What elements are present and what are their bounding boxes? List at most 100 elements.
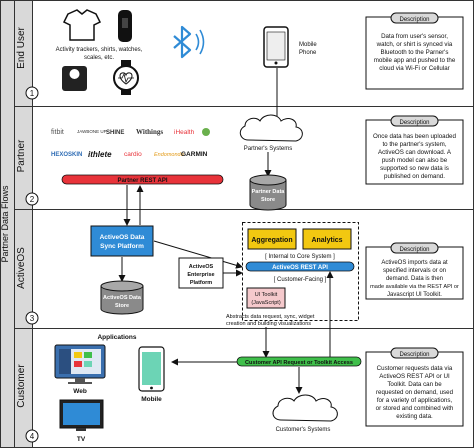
lane-number-1: 1 — [30, 89, 35, 98]
bluetooth-icon — [173, 25, 205, 59]
devices-caption-line-2: scales, etc. — [84, 55, 114, 61]
svg-text:Data from user's sensor,: Data from user's sensor, — [381, 33, 448, 40]
logo-ithlete: ithlete — [88, 150, 112, 159]
applications-label: Applications — [97, 334, 136, 341]
activeos-data-store-cylinder: ActiveOS Data Store — [100, 280, 144, 315]
svg-text:UI Toolkit: UI Toolkit — [255, 292, 278, 298]
svg-text:push model can also be: push model can also be — [382, 157, 448, 164]
partner-data-store-cylinder: Partner Data Store — [249, 174, 287, 211]
partner-store-label-line-1: Partner Data — [252, 189, 286, 195]
mobile-label: Mobile — [141, 396, 162, 403]
svg-text:ActiveOS Data: ActiveOS Data — [103, 295, 142, 301]
outer-title: Partner Data Flows — [0, 185, 10, 263]
description-box-customer: Description Customer requests data via A… — [365, 347, 464, 427]
partner-systems-label: Partner's Systems — [244, 146, 293, 152]
logo-hexoskin: HEXOSKIN — [51, 152, 82, 158]
description-box-activeos: Description ActiveOS imports data at spe… — [365, 242, 464, 300]
logo-jawbone: JAWBONE UP — [77, 129, 107, 134]
svg-text:Toolkit. Data can be: Toolkit. Data can be — [387, 381, 442, 388]
customer-systems-label: Customer's Systems — [276, 427, 331, 433]
activeos-rest-api-label: ActiveOS REST API — [272, 265, 328, 271]
svg-text:Bluetooth to the Parner's: Bluetooth to the Parner's — [381, 49, 449, 56]
svg-text:existing data.: existing data. — [396, 413, 433, 420]
customer-facing-label: [ Customer-Facing ] — [274, 277, 327, 283]
svg-text:Description: Description — [399, 352, 429, 358]
svg-text:Enterprise: Enterprise — [187, 272, 214, 278]
arrow-sync-to-core — [153, 240, 243, 269]
svg-text:ActiveOS Data: ActiveOS Data — [100, 234, 145, 241]
svg-text:(JavaScript): (JavaScript) — [251, 300, 281, 306]
analytics-label: Analytics — [311, 237, 342, 244]
aggregation-label: Aggregation — [251, 237, 292, 244]
svg-text:mobile app and pushed to the: mobile app and pushed to the — [374, 57, 456, 64]
abstract-text-line-2: creation and building visualizations — [226, 321, 311, 327]
svg-text:made available via the REST AP: made available via the REST API or — [370, 284, 459, 290]
partner-store-label-line-2: Store — [261, 197, 275, 203]
mobile-phone-label-line-2: Phone — [299, 50, 317, 56]
description-box-end-user: Description Data from user's sensor, wat… — [365, 12, 464, 90]
customer-api-request-label: Customer API Request or Toolkit Access — [245, 360, 353, 366]
svg-text:Description: Description — [399, 247, 429, 253]
logo-garmin: GARMIN — [181, 151, 208, 158]
svg-text:cloud via Wi-Fi or Cellular: cloud via Wi-Fi or Cellular — [379, 65, 450, 72]
svg-text:Sync Platform: Sync Platform — [100, 243, 144, 250]
web-label: Web — [73, 388, 87, 395]
customer-systems-cloud: Customer's Systems — [272, 394, 338, 433]
activeos-core-system-group: Aggregation Analytics [ Internal to Core… — [242, 222, 359, 321]
description-box-partner: Description Once data has been uploaded … — [365, 115, 464, 185]
partner-rest-api-bar: Partner REST API — [61, 174, 224, 185]
svg-text:Customer requests data via: Customer requests data via — [377, 365, 453, 372]
lane-label-end-user: End User — [16, 26, 27, 68]
svg-text:Platform: Platform — [190, 280, 212, 286]
partner-rest-api-label: Partner REST API — [117, 178, 167, 184]
svg-text:Description: Description — [399, 120, 429, 126]
mobile-phone-icon — [263, 26, 289, 68]
devices-caption-line-1: Activity trackers, shirts, watches, — [56, 47, 143, 53]
svg-text:supported so new data is: supported so new data is — [380, 165, 449, 172]
activeos-enterprise-platform-box: ActiveOS Enterprise Platform — [178, 257, 224, 289]
mobile-phone-label-line-1: Mobile — [299, 42, 317, 48]
smartwatch-heart-icon — [113, 60, 139, 95]
internal-core-label: [ Internal to Core System ] — [265, 254, 335, 260]
svg-text:Javascript UI Toolkit.: Javascript UI Toolkit. — [387, 292, 442, 298]
logo-green-circle-icon — [202, 128, 210, 136]
partner-logos: fitbit JAWBONE UP SHINE Withings iHealth… — [51, 128, 210, 159]
svg-text:ActiveOS REST API or UI: ActiveOS REST API or UI — [379, 373, 450, 380]
lane-label-customer: Customer — [16, 364, 27, 408]
svg-text:or stored and combined with: or stored and combined with — [376, 405, 454, 412]
svg-text:specified intervals or on: specified intervals or on — [383, 268, 446, 274]
tv-label: TV — [77, 436, 86, 443]
svg-text:requested on demand, used: requested on demand, used — [376, 389, 454, 396]
svg-text:watch, or shirt is synced via: watch, or shirt is synced via — [376, 41, 453, 48]
lane-label-partner: Partner — [16, 139, 27, 172]
partner-systems-cloud: Partner's Systems — [239, 114, 303, 152]
mobile-app-icon — [138, 346, 165, 392]
logo-withings: Withings — [136, 128, 163, 136]
activeos-sync-platform-box: ActiveOS Data Sync Platform — [90, 225, 154, 257]
lane-number-3: 3 — [30, 314, 35, 323]
fitness-band-icon — [118, 10, 132, 42]
tshirt-icon — [62, 9, 102, 41]
logo-endomondo: Endomondo — [154, 152, 184, 158]
logo-shine: SHINE — [106, 130, 124, 136]
svg-text:for a variety of applications,: for a variety of applications, — [377, 397, 453, 404]
web-app-icon — [54, 344, 106, 384]
svg-text:ActiveOS: ActiveOS — [189, 264, 214, 270]
svg-text:Store: Store — [115, 303, 129, 309]
abstract-text-line-1: Abstracts data request, sync, widget — [226, 314, 315, 320]
description-header: Description — [399, 17, 429, 23]
logo-cardio: cardio — [124, 151, 142, 158]
lane-number-2: 2 — [30, 195, 35, 204]
tv-app-icon — [59, 399, 104, 431]
logo-ihealth: iHealth — [174, 129, 195, 136]
svg-text:ActiveOS imports data at: ActiveOS imports data at — [381, 260, 448, 266]
lane-partner: Partner 2 — [14, 106, 474, 210]
lane-label-activeos: ActiveOS — [16, 247, 27, 289]
svg-text:ActiveOS can download. A: ActiveOS can download. A — [378, 149, 452, 156]
svg-text:demand. Data is then: demand. Data is then — [386, 276, 443, 282]
customer-api-request-bar: Customer API Request or Toolkit Access — [236, 356, 362, 367]
smart-scale-icon — [62, 66, 87, 91]
svg-text:to the partner's system,: to the partner's system, — [382, 141, 446, 148]
